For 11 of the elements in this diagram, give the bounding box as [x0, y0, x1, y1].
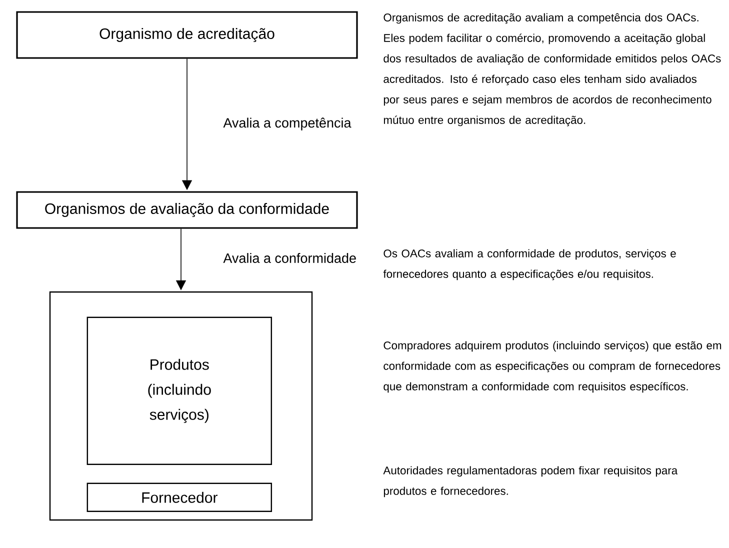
- process-box: Organismos de avaliação da conformidade: [16, 191, 358, 229]
- group-box: [49, 291, 313, 521]
- edge-label: Avalia a conformidade: [223, 253, 356, 263]
- note-text: Os OACs avaliam a conformidade de produtos, serviços e fornecedores quanto a especificações e/ou requisitos.: [383, 249, 676, 280]
- process-box: Organismo de acreditação: [16, 11, 358, 59]
- process-box: Fornecedor: [86, 482, 272, 512]
- edge-label: Avalia a competência: [223, 118, 352, 130]
- process-box: Produtos (incluindo serviços): [86, 316, 272, 465]
- note-text: Compradores adquirem produtos (incluindo serviços) que estão em conformidade com as especificações ou compram de fornecedores que demonstram a conformidade com requisitos específicos.: [384, 341, 722, 393]
- note-text: Autoridades regulamentadoras podem fixar requisitos para produtos e fornecedores.: [383, 466, 678, 498]
- note-text: Organismos de acreditação avaliam a competência dos OACs. Eles podem facilitar o comércio, promovendo a aceitação global dos resultados de avaliação de conformidade emitidos pelos OACs acreditados. Isto é reforçado caso eles tenham sido avaliados por seus pares e sejam membros de acordos de reconhecimento mútuo entre organismos de acreditação.: [384, 13, 721, 126]
